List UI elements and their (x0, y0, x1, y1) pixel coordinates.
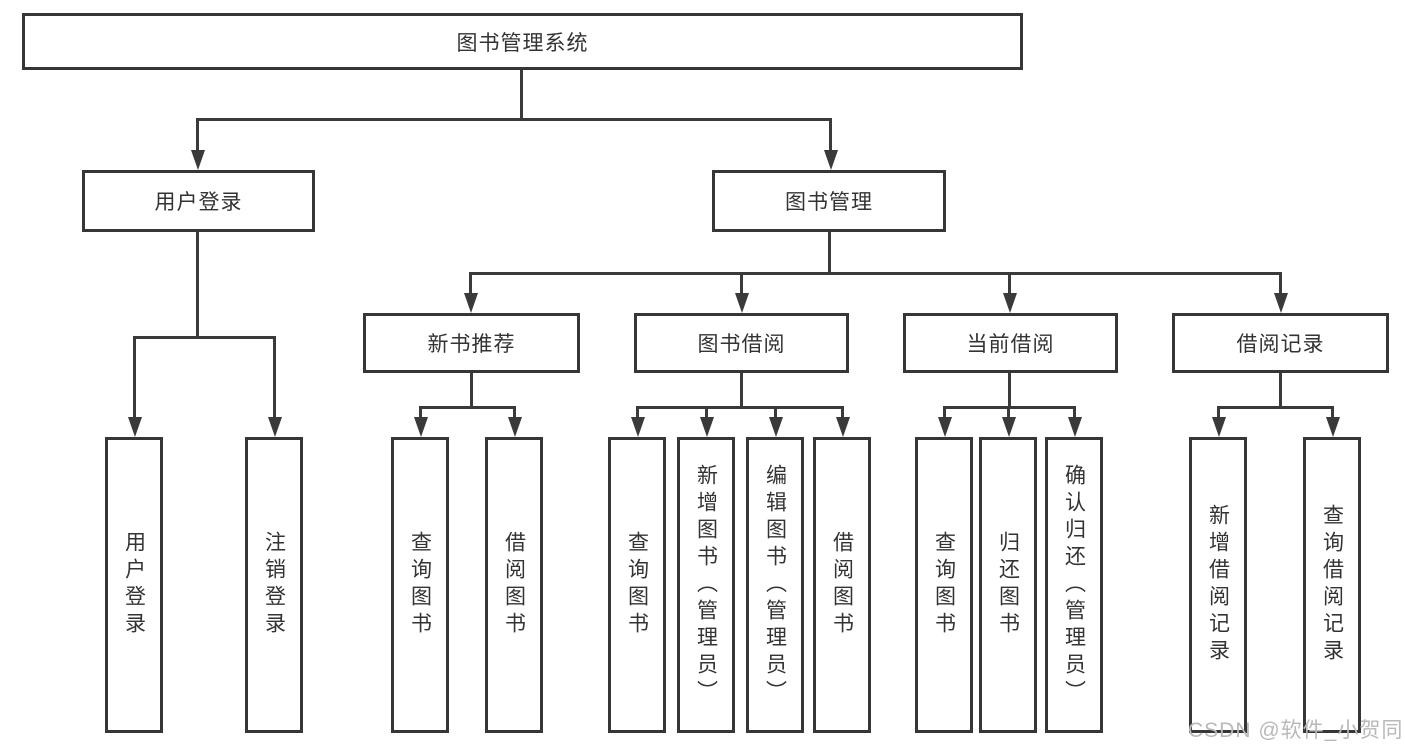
leaf-label: 注销登录 (262, 531, 286, 639)
connector-arrow-stem (740, 272, 743, 295)
connector-arrow-stem (774, 406, 777, 419)
connector-borrowing-branch (636, 406, 844, 409)
connector-arrow-stem (636, 406, 639, 419)
arrow-down-icon (1003, 293, 1017, 313)
leaf-label: 查询图书 (932, 531, 956, 639)
connector-arrow-stem (829, 118, 832, 154)
connector-userlogin-branch (133, 336, 276, 339)
connector-arrow-stem (1073, 406, 1076, 419)
leaf-label: 确认归还（管理员） (1062, 463, 1086, 707)
connector-root-stem (520, 70, 523, 120)
arrow-down-icon (414, 417, 428, 437)
arrow-down-icon (128, 417, 142, 437)
leaf-label: 编辑图书（管理员） (763, 463, 787, 707)
node-book-borrowing: 图书借阅 (634, 313, 849, 373)
arrow-down-icon (938, 417, 952, 437)
connector-arrow-stem (841, 406, 844, 419)
leaf-logout: 注销登录 (245, 437, 303, 733)
watermark: CSDN @软件_小贺同学 (1188, 719, 1404, 742)
connector-bookmgmt-branch (469, 272, 1282, 275)
connector-arrow-stem (513, 406, 516, 419)
connector-records-stem (1279, 373, 1282, 408)
arrow-down-icon (824, 150, 838, 170)
leaf-return-books: 归还图书 (979, 437, 1037, 733)
node-root-library-system: 图书管理系统 (22, 13, 1023, 70)
connector-newbook-branch (419, 406, 516, 409)
connector-arrow-stem (943, 406, 946, 419)
node-book-management: 图书管理 (712, 170, 946, 232)
leaf-borrow-books-borrowing: 借阅图书 (813, 437, 871, 733)
connector-arrow-stem (1331, 406, 1334, 419)
arrow-down-icon (836, 417, 850, 437)
arrow-down-icon (268, 417, 282, 437)
arrow-down-icon (1002, 417, 1016, 437)
node-current-borrowing: 当前借阅 (903, 313, 1118, 373)
connector-arrow-stem (1008, 272, 1011, 295)
arrow-down-icon (191, 150, 205, 170)
leaf-label: 借阅图书 (502, 531, 526, 639)
leaf-label: 查询图书 (625, 531, 649, 639)
leaf-user-login: 用户登录 (105, 437, 163, 733)
leaf-label: 借阅图书 (830, 531, 854, 639)
connector-arrow-stem (1279, 272, 1282, 295)
connector-records-branch (1217, 406, 1334, 409)
connector-borrowing-stem (740, 373, 743, 408)
arrow-down-icon (508, 417, 522, 437)
connector-arrow-stem (419, 406, 422, 419)
leaf-query-books-recommend: 查询图书 (391, 437, 449, 733)
leaf-label: 归还图书 (996, 531, 1020, 639)
leaf-add-books-admin: 新增图书（管理员） (677, 437, 735, 733)
node-label: 新书推荐 (427, 333, 516, 356)
leaf-confirm-return-admin: 确认归还（管理员） (1045, 437, 1103, 733)
node-label: 图书管理 (785, 191, 873, 214)
connector-arrow-stem (133, 336, 136, 419)
connector-newbook-stem (470, 373, 473, 408)
arrow-down-icon (1212, 417, 1226, 437)
arrow-down-icon (700, 417, 714, 437)
arrow-down-icon (1326, 417, 1340, 437)
node-user-login: 用户登录 (82, 170, 315, 232)
leaf-label: 查询借阅记录 (1320, 504, 1344, 666)
arrow-down-icon (769, 417, 783, 437)
node-label: 用户登录 (154, 191, 243, 214)
leaf-borrow-books-recommend: 借阅图书 (485, 437, 543, 733)
connector-current-stem (1008, 373, 1011, 408)
leaf-label: 用户登录 (122, 531, 146, 639)
arrow-down-icon (1068, 417, 1082, 437)
connector-bookmgmt-stem (828, 232, 831, 274)
node-new-book-recommend: 新书推荐 (363, 313, 580, 373)
node-label: 图书借阅 (697, 333, 786, 356)
node-label: 当前借阅 (966, 333, 1055, 356)
arrow-down-icon (1274, 293, 1288, 313)
leaf-label: 查询图书 (408, 531, 432, 639)
leaf-edit-books-admin: 编辑图书（管理员） (746, 437, 804, 733)
node-borrowing-records: 借阅记录 (1172, 313, 1389, 373)
leaf-label: 新增图书（管理员） (694, 463, 718, 707)
connector-arrow-stem (273, 336, 276, 419)
leaf-label: 新增借阅记录 (1206, 504, 1230, 666)
arrow-down-icon (631, 417, 645, 437)
leaf-query-books-borrowing: 查询图书 (608, 437, 666, 733)
connector-arrow-stem (469, 272, 472, 295)
connector-arrow-stem (705, 406, 708, 419)
connector-userlogin-stem (196, 232, 199, 338)
node-label: 借阅记录 (1236, 333, 1325, 356)
leaf-add-borrow-record: 新增借阅记录 (1189, 437, 1247, 733)
connector-arrow-stem (1217, 406, 1220, 419)
connector-arrow-stem (1007, 406, 1010, 419)
leaf-query-books-current: 查询图书 (915, 437, 973, 733)
arrow-down-icon (735, 293, 749, 313)
node-label: 图书管理系统 (456, 31, 589, 55)
connector-arrow-stem (196, 118, 199, 154)
leaf-query-borrow-record: 查询借阅记录 (1303, 437, 1361, 733)
arrow-down-icon (464, 293, 478, 313)
connector-root-branch (196, 118, 832, 121)
